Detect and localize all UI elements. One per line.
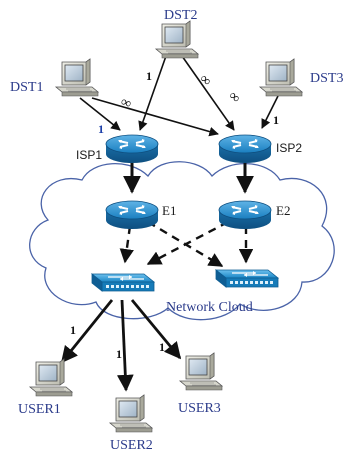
label-user3: USER3 bbox=[178, 401, 221, 416]
right-switch-icon[interactable] bbox=[215, 269, 279, 288]
cost-switch-user3: 1 bbox=[159, 340, 165, 354]
isp2-router-icon[interactable] bbox=[218, 134, 272, 164]
dst3-computer-icon[interactable] bbox=[259, 58, 303, 97]
e2-router-icon[interactable] bbox=[218, 200, 272, 230]
label-user1: USER1 bbox=[18, 402, 61, 417]
label-dst3: DST3 bbox=[310, 71, 343, 86]
label-e1: E1 bbox=[162, 203, 176, 218]
user1-computer-icon[interactable] bbox=[29, 358, 73, 397]
label-dst1: DST1 bbox=[10, 80, 43, 95]
dst1-computer-icon[interactable] bbox=[55, 58, 99, 97]
cost-dst2-isp1: 1 bbox=[146, 69, 152, 83]
cost-dst1-isp2: ∞ bbox=[119, 95, 134, 113]
label-isp1: ISP1 bbox=[76, 148, 102, 162]
label-dst2: DST2 bbox=[164, 8, 197, 23]
left-switch-icon[interactable] bbox=[91, 273, 155, 292]
label-user2: USER2 bbox=[110, 438, 153, 453]
dst2-computer-icon[interactable] bbox=[155, 20, 199, 59]
isp-edge-links bbox=[123, 160, 254, 194]
switch-user-links bbox=[60, 299, 182, 392]
cost-dst2-isp2-dup: ∞ bbox=[225, 89, 242, 107]
e1-router-icon[interactable] bbox=[105, 200, 159, 230]
cost-dst1-isp1: 1 bbox=[98, 122, 104, 136]
dst-isp-links bbox=[79, 55, 279, 137]
label-e2: E2 bbox=[276, 203, 290, 218]
user3-computer-icon[interactable] bbox=[179, 352, 223, 391]
label-isp2: ISP2 bbox=[276, 141, 302, 155]
isp1-router-icon[interactable] bbox=[105, 134, 159, 164]
cost-dst3-isp2: 1 bbox=[273, 113, 279, 127]
user2-computer-icon[interactable] bbox=[109, 394, 153, 433]
cost-switch-user2: 1 bbox=[116, 347, 122, 361]
cost-switch-user1: 1 bbox=[70, 323, 76, 337]
edge-switch-links bbox=[119, 220, 254, 268]
label-network-cloud: Network Cloud bbox=[166, 300, 253, 315]
network-cloud bbox=[29, 161, 335, 321]
cost-dst2-isp2: ∞ bbox=[196, 72, 213, 90]
